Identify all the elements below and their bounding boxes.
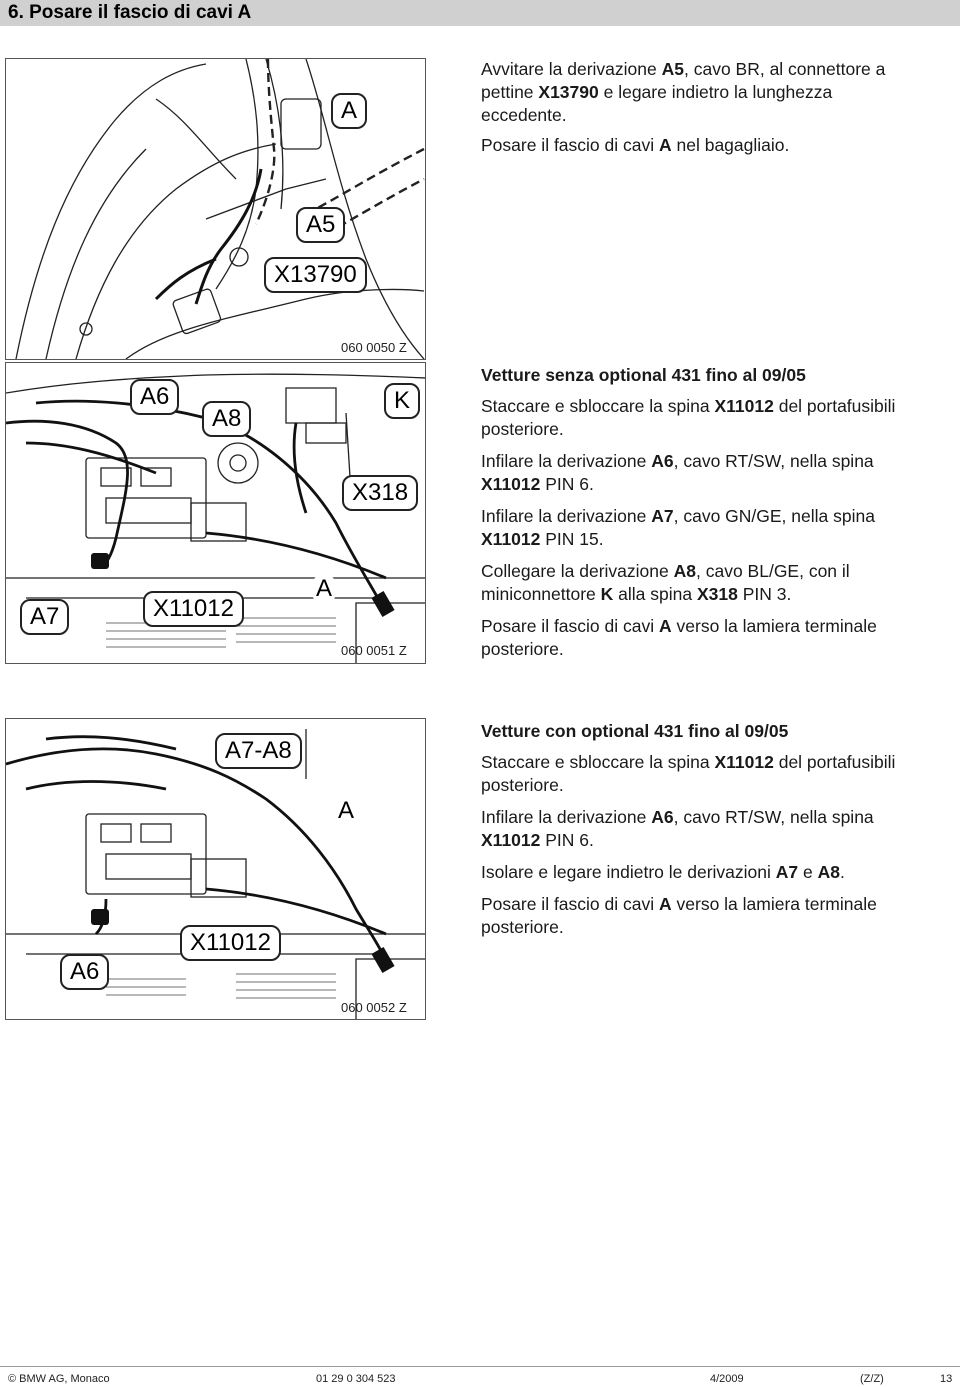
figure-3-code: 060 0052 Z (341, 1000, 407, 1015)
figure-3-drawing (6, 729, 425, 1019)
callout-k: K (384, 383, 421, 419)
footer-company: © BMW AG, Monaco (8, 1373, 110, 1385)
figure-2: A6 A8 K X318 A7 X11012 A (5, 362, 426, 664)
instruction-paragraph: Infilare la derivazione A6, cavo RT/SW, … (481, 807, 874, 850)
section-heading: Vetture con optional 431 fino al 09/05 (481, 721, 789, 741)
callout-x318: X318 (342, 475, 419, 511)
instructions-section-1: Avvitare la derivazione A5, cavo BR, al … (481, 58, 921, 166)
instruction-paragraph: Collegare la derivazione A8, cavo BL/GE,… (481, 561, 850, 604)
callout-a7: A7 (20, 599, 70, 635)
instruction-paragraph: Posare il fascio di cavi A verso la lami… (481, 616, 877, 659)
callout-a-fig2: A (312, 575, 337, 603)
footer-document-number: 01 29 0 304 523 (316, 1373, 396, 1385)
figure-1-drawing (15, 59, 425, 359)
callout-a6: A6 (130, 379, 180, 415)
instruction-paragraph: Avvitare la derivazione A5, cavo BR, al … (481, 59, 886, 125)
instruction-paragraph: Staccare e sbloccare la spina X11012 del… (481, 396, 896, 439)
callout-a-fig3: A (334, 797, 359, 825)
section-title: 6. Posare il fascio di cavi A (8, 2, 252, 23)
instruction-paragraph: Posare il fascio di cavi A verso la lami… (481, 894, 877, 937)
instruction-paragraph: Infilare la derivazione A7, cavo GN/GE, … (481, 506, 875, 549)
instruction-paragraph: Posare il fascio di cavi A nel bagagliai… (481, 135, 790, 155)
instruction-paragraph: Infilare la derivazione A6, cavo RT/SW, … (481, 451, 874, 494)
callout-a: A (331, 93, 368, 129)
figure-1-code: 060 0050 Z (341, 340, 407, 355)
figure-3: A7-A8 A X11012 A6 (5, 718, 426, 1020)
section-heading: Vetture senza optional 431 fino al 09/05 (481, 365, 806, 385)
callout-a6-fig3: A6 (60, 954, 110, 990)
figure-2-code: 060 0051 Z (341, 643, 407, 658)
figure-1: A A5 X13790 (5, 58, 426, 360)
instruction-paragraph: Isolare e legare indietro le derivazioni… (481, 862, 845, 882)
page-footer: © BMW AG, Monaco 01 29 0 304 523 4/2009 … (0, 1366, 960, 1387)
figure-2-drawing (6, 373, 425, 663)
footer-code: (Z/Z) (860, 1373, 884, 1385)
footer-date: 4/2009 (710, 1373, 744, 1385)
callout-x11012: X11012 (143, 591, 244, 627)
instructions-section-2: Vetture senza optional 431 fino al 09/05… (481, 364, 921, 670)
callout-a7-a8: A7-A8 (215, 733, 302, 769)
callout-a8: A8 (202, 401, 252, 437)
instructions-section-3: Vetture con optional 431 fino al 09/05 S… (481, 720, 921, 948)
section-header-bar: 6. Posare il fascio di cavi A (0, 0, 960, 26)
callout-a5: A5 (296, 207, 346, 243)
callout-x11012-fig3: X11012 (180, 925, 281, 961)
instruction-paragraph: Staccare e sbloccare la spina X11012 del… (481, 752, 896, 795)
footer-page-number: 13 (940, 1373, 953, 1385)
callout-x13790: X13790 (264, 257, 367, 293)
